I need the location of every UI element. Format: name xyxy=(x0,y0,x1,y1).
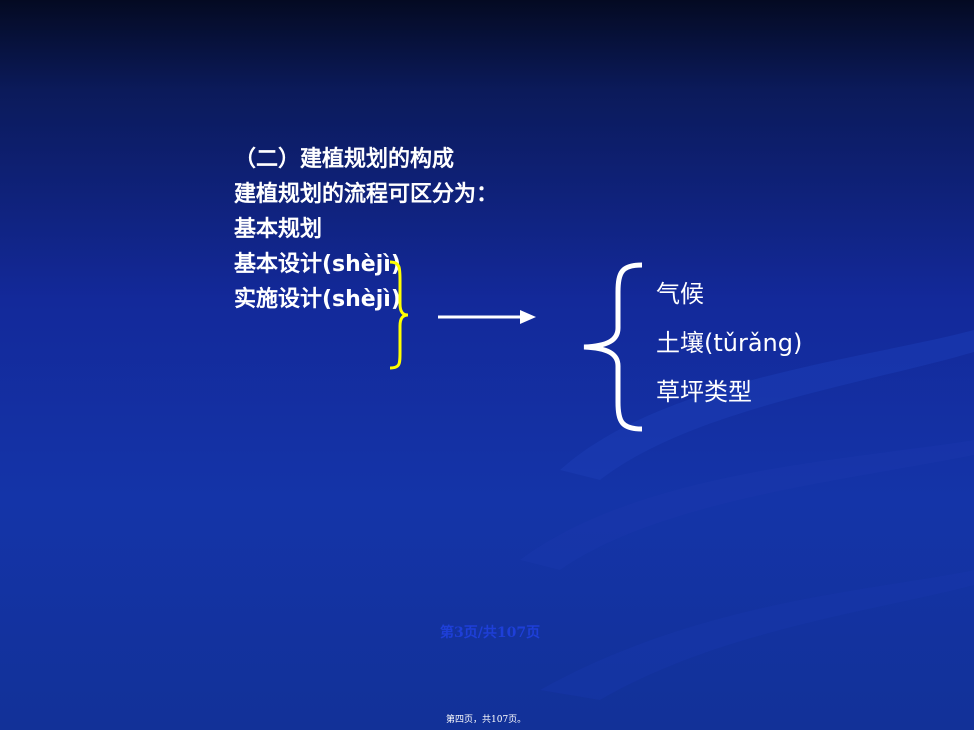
right-text-block: 气候 土壤(tǔrǎng) 草坪类型 xyxy=(656,270,802,417)
factor-climate: 气候 xyxy=(656,280,704,308)
footer-note: 第四页，共107页。 xyxy=(446,715,527,725)
white-left-brace-icon xyxy=(583,262,643,432)
factor-turf-type: 草坪类型 xyxy=(656,378,752,406)
yellow-right-brace-icon xyxy=(389,260,409,370)
page-indicator: 第3页/共107页 xyxy=(440,625,541,641)
flow-intro-line: 建植规划的流程可区分为： xyxy=(234,182,499,207)
stage-basic-design: 基本设计(shèjì) xyxy=(234,252,401,277)
stage-implementation-design: 实施设计(shèjì) xyxy=(234,287,401,312)
factor-soil: 土壤(tǔrǎng) xyxy=(656,329,803,357)
stage-basic-planning: 基本规划 xyxy=(234,217,323,242)
section-heading: （二）建植规划的构成 xyxy=(234,147,455,172)
right-arrow-icon xyxy=(438,310,536,324)
left-text-block: （二）建植规划的构成 建植规划的流程可区分为： 基本规划 基本设计(shèjì)… xyxy=(234,142,498,317)
